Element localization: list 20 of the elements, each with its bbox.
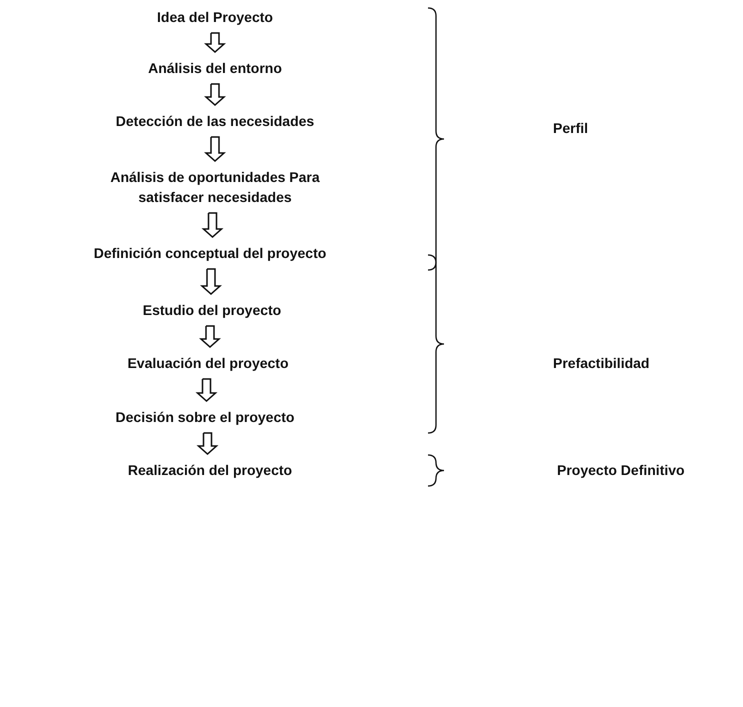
hollow-down-arrow (196, 378, 218, 402)
hollow-down-arrow (204, 136, 226, 162)
step-text: Decisión sobre el proyecto (116, 408, 294, 427)
hollow-down-arrow (202, 212, 224, 238)
phase-label: Proyecto Definitivo (557, 462, 685, 478)
hollow-down-arrow (199, 325, 221, 348)
hollow-down-arrow (196, 432, 218, 455)
step-text: Realización del proyecto (128, 461, 292, 480)
step-text: Análisis de oportunidades Para satisfacer necesidades (109, 168, 321, 207)
step-text: Detección de las necesidades (116, 112, 314, 131)
step-text: Evaluación del proyecto (127, 354, 289, 373)
step-text: Definición conceptual del proyecto (94, 244, 326, 263)
step-text: Estudio del proyecto (142, 301, 282, 320)
phase-label: Perfil (553, 120, 588, 136)
step-text: Análisis del entorno (148, 59, 282, 78)
hollow-down-arrow (200, 268, 222, 295)
phase-label: Prefactibilidad (553, 355, 650, 371)
step-text: Idea del Proyecto (157, 8, 273, 27)
hollow-down-arrow (204, 83, 226, 106)
hollow-down-arrow (204, 32, 226, 53)
